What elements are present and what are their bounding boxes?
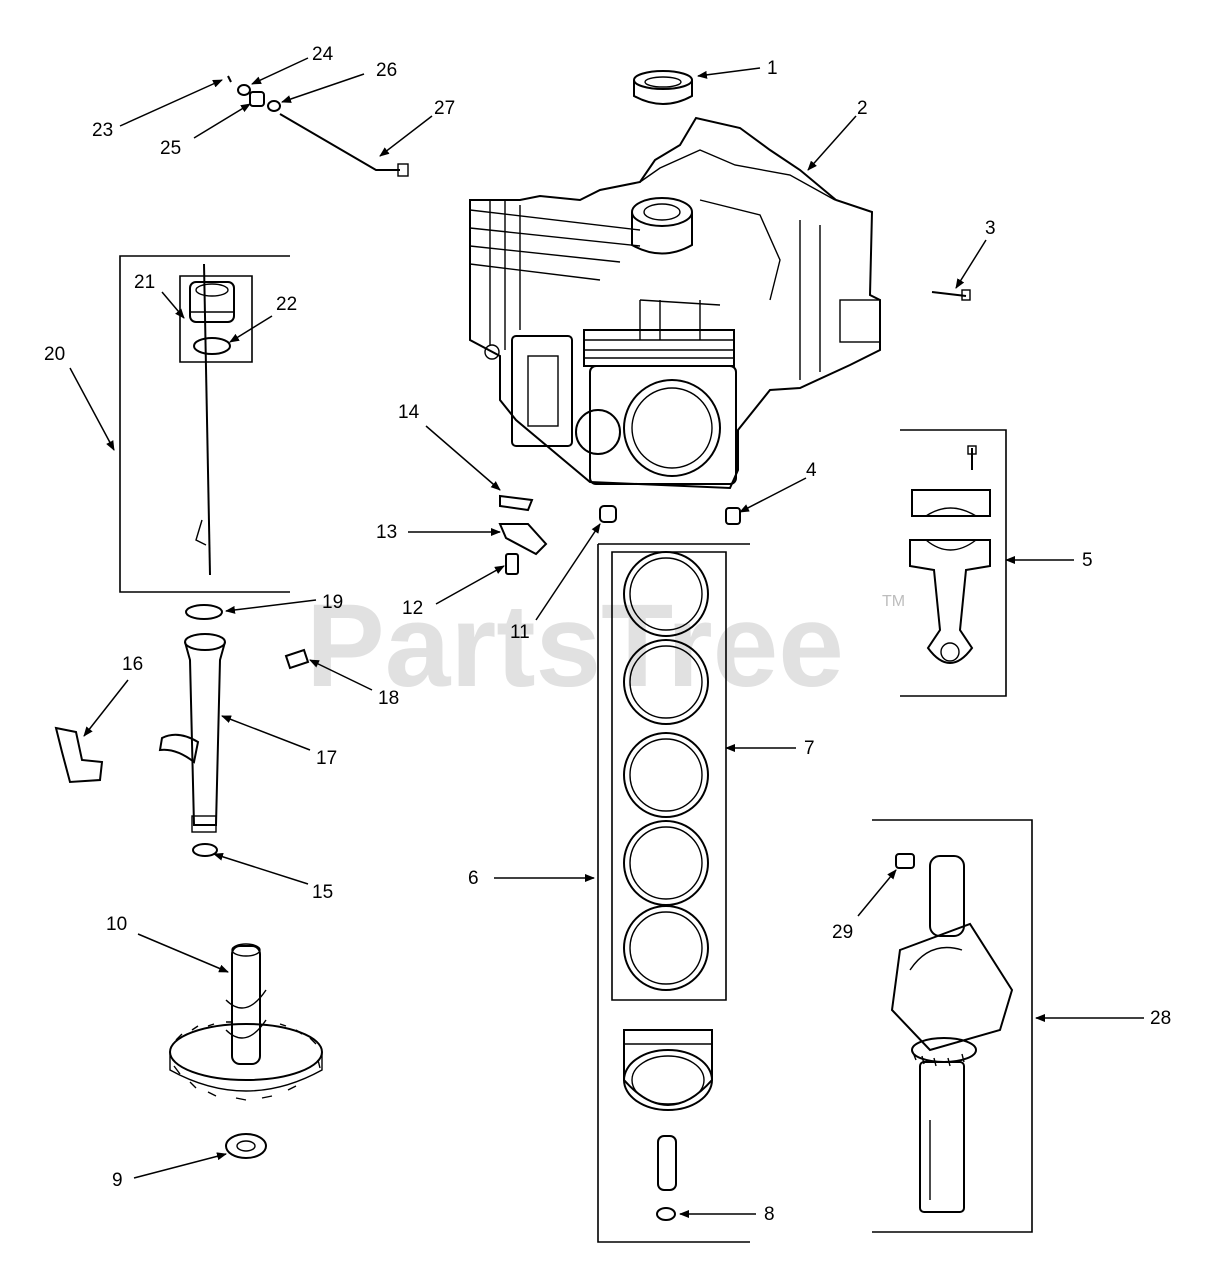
callout-2: 2 [857,98,868,119]
part-11-dowel [599,505,617,523]
callout-28: 28 [1150,1008,1171,1029]
callout-labels: 1 2 3 4 5 6 7 8 9 10 11 12 13 14 15 16 1… [44,44,1171,1225]
callout-9: 9 [112,1170,123,1191]
part-16-bracket [54,726,104,784]
part-2-cylinder-block [469,116,881,490]
callout-3: 3 [985,218,996,239]
part-22-o-ring [193,337,231,355]
callout-8: 8 [764,1204,775,1225]
part-23-pin [227,75,232,83]
part-25-bushing [249,91,265,107]
part-24-washer [237,84,251,96]
callout-24: 24 [312,44,334,65]
part-8-retainer [656,1207,676,1221]
part-15-o-ring [192,843,218,857]
part-piston [623,1029,713,1191]
callout-23: 23 [92,120,113,141]
part-6-piston-ring-set [597,543,750,1243]
callout-17: 17 [316,748,337,769]
part-5-connecting-rod [900,429,1007,697]
callout-14: 14 [398,402,420,423]
part-1-seal [633,70,693,105]
callout-11: 11 [510,622,530,643]
part-18-screw [284,648,310,670]
callout-5: 5 [1082,550,1093,571]
part-21-dipstick-cap [189,281,235,323]
callout-26: 26 [376,60,397,81]
part-10-camshaft [169,943,323,1101]
part-29-key [895,853,915,869]
callout-27: 27 [434,98,455,119]
part-3-tube [931,289,971,301]
callout-15: 15 [312,882,333,903]
part-19-o-ring [185,604,223,620]
part-9-washer [225,1133,267,1159]
callout-29: 29 [832,922,853,943]
part-13-clamp [498,523,548,556]
part-20-dipstick [119,255,290,593]
watermark-trademark: TM [882,593,905,610]
part-12-screw [505,553,519,575]
part-4-dowel [725,507,741,525]
watermark-text: PartsTree [306,580,844,712]
callout-19: 19 [322,592,343,613]
callout-12: 12 [402,598,423,619]
callout-16: 16 [122,654,143,675]
callout-25: 25 [160,138,181,159]
part-14-clip [499,494,534,512]
part-17-dipstick-tube [158,633,226,833]
part-28-crankshaft [872,819,1033,1233]
callout-13: 13 [376,522,397,543]
part-27-breather-tube [279,113,409,177]
callout-20: 20 [44,344,65,365]
callout-10: 10 [106,914,127,935]
callout-4: 4 [806,460,817,481]
callout-18: 18 [378,688,399,709]
callout-22: 22 [276,294,297,315]
callout-6: 6 [468,868,479,889]
callout-7: 7 [804,738,815,759]
part-26-grommet [267,100,281,112]
callout-21: 21 [134,272,155,293]
callout-1: 1 [767,58,778,79]
callout-leaders [69,57,1144,1218]
